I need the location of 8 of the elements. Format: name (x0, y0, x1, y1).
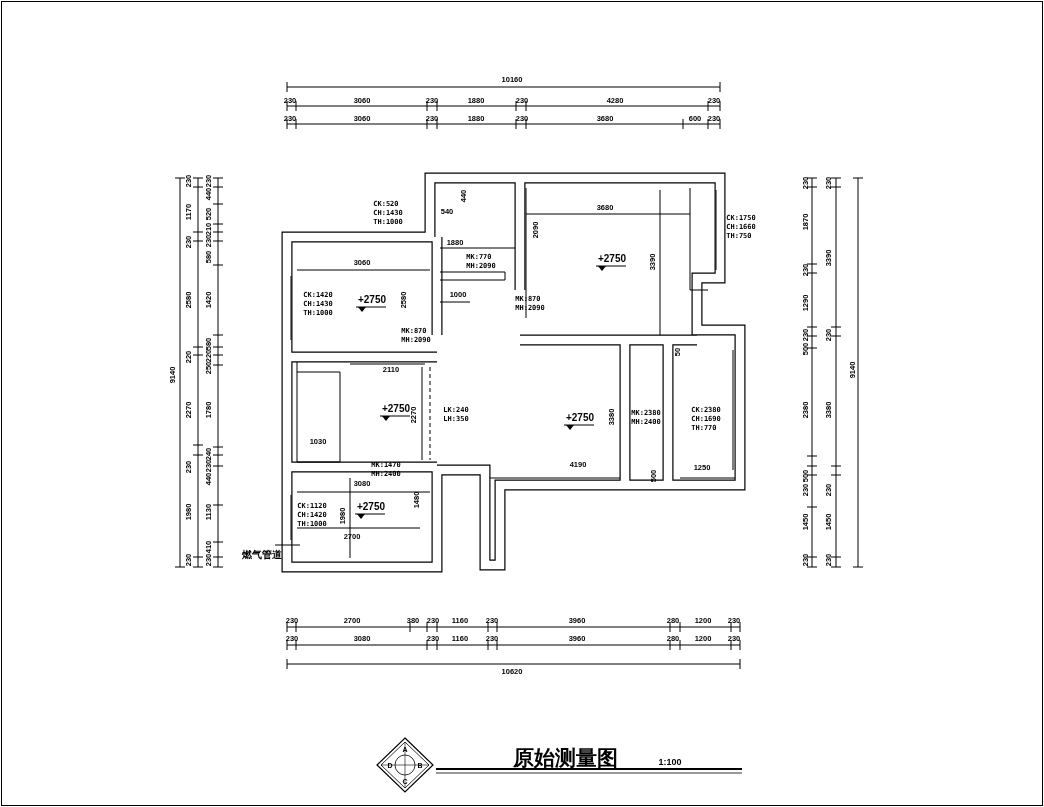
level-label: +2750 (597, 252, 627, 264)
scale-label: 1:100 (658, 757, 682, 767)
level-label: +2750 (356, 500, 386, 512)
level-label: +2750 (357, 293, 387, 305)
gas-pipe-label: 燃气管道 (242, 548, 282, 562)
level-label: +2750 (565, 411, 595, 423)
level-label: +2750 (381, 402, 411, 414)
drawing-title: 原始测量图 (512, 745, 618, 772)
